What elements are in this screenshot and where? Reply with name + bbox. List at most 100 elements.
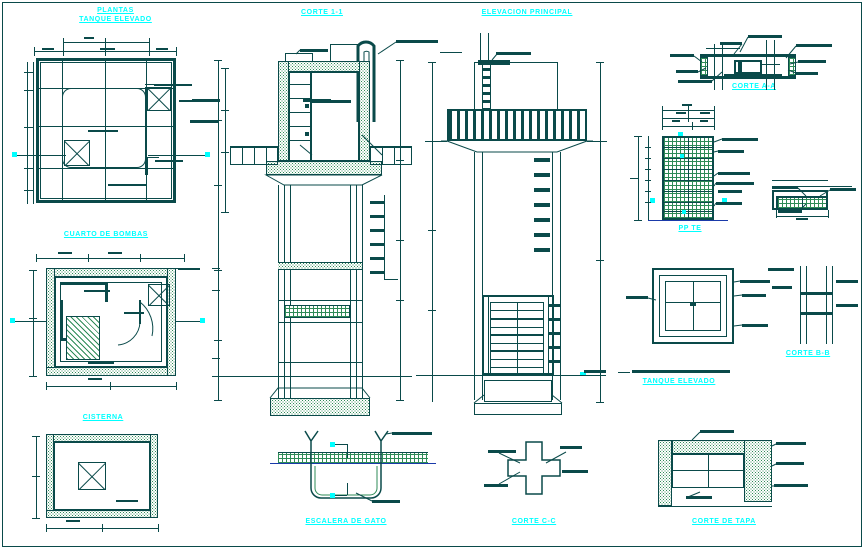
aa-post (714, 44, 715, 90)
dim-tick (110, 382, 111, 390)
dim-mark (212, 268, 220, 269)
railing-post (242, 147, 243, 165)
title-escalera-de-gato: ESCALERA DE GATO (305, 518, 387, 525)
callout-bar (562, 470, 588, 473)
dim-line-left (27, 62, 28, 204)
dim-tick (428, 141, 436, 142)
dim-tick (34, 47, 35, 56)
aa-post (766, 40, 767, 90)
callout-bar (796, 44, 832, 47)
dim-tick (596, 375, 604, 376)
tank-floor-slab (266, 161, 382, 175)
elev-ladder-rung (482, 84, 491, 87)
elev-tank-cap (478, 60, 510, 65)
ladder-marker (330, 493, 335, 498)
title-elevacion-principal: ELEVACION PRINCIPAL (481, 9, 573, 16)
shaft-ladder-rung (370, 257, 384, 260)
plan-detail-line (147, 157, 159, 158)
aa-post (774, 40, 775, 90)
section-marker (205, 152, 210, 157)
cistern-inner-outline (54, 442, 150, 510)
tank-roof-slab (278, 61, 370, 72)
dim-tick (24, 190, 33, 191)
title-cisterna: CISTERNA (82, 414, 124, 421)
callout-bar (720, 42, 742, 45)
tank-plan-center-hatch (64, 140, 90, 166)
ppte-base-line (648, 220, 728, 221)
column-line (290, 185, 291, 400)
dim-tick (645, 202, 651, 203)
inlet-pipe (311, 100, 351, 103)
grid-line-h (36, 88, 176, 89)
dim-tick (24, 168, 33, 169)
dim-tick (24, 127, 33, 128)
callout-bar (303, 99, 331, 102)
dim-tick (214, 60, 222, 61)
grid-line-h (36, 126, 176, 127)
ppte-dim-line-inner (648, 136, 649, 220)
shaft-ladder-rung (370, 243, 384, 246)
dim-tick (428, 310, 436, 311)
dim-tick (396, 300, 404, 301)
hatch-jamb (145, 87, 148, 111)
pump-room-inner-outline (55, 277, 167, 367)
dim-tick (176, 382, 177, 390)
column-line (356, 185, 357, 400)
callout-bar (718, 150, 744, 153)
dim-tick (428, 230, 436, 231)
pump-room-band (284, 305, 350, 318)
cistern-wall-right (150, 434, 158, 518)
callout-bar (716, 202, 742, 205)
dim-tick (596, 260, 604, 261)
tank-detail-line (618, 372, 630, 373)
dim-tick (645, 169, 651, 170)
elev-ladder-rung-lower (549, 332, 561, 335)
dim-text (676, 112, 686, 114)
cistern-center-hatch (78, 462, 106, 490)
dim-tick (29, 318, 37, 319)
elev-footing-lower (474, 403, 562, 415)
plan-jamb (145, 157, 148, 175)
pump-room-wall-top (46, 268, 176, 277)
ladder-bracket (305, 132, 309, 136)
bb-strip-line (826, 266, 827, 344)
callout-bar (718, 190, 742, 193)
callout-bar (752, 74, 782, 77)
dim-line-left2 (33, 62, 34, 204)
bb-strip-line (806, 266, 807, 344)
ppte-course-line (662, 169, 714, 170)
elev-footing-upper (484, 380, 552, 402)
shaft-ladder-rung (370, 215, 384, 218)
dim-line-left (432, 62, 433, 402)
equipment-pad-outline (66, 316, 100, 360)
ladder-ground-band (278, 452, 428, 463)
dim-tick (140, 254, 141, 262)
section-marker (200, 318, 205, 323)
mast-line (480, 33, 481, 63)
bb-strip-band (800, 312, 832, 315)
aa-center-stud (738, 62, 742, 72)
louver-slat-thick (490, 350, 544, 352)
pipe-support-line (330, 44, 358, 45)
callout-bar (686, 496, 712, 499)
pump-room-wall-left (46, 268, 55, 376)
dim-tick (158, 524, 159, 532)
dim-tick (396, 60, 404, 61)
foundation-pad (270, 398, 370, 416)
aa-post (722, 44, 723, 90)
inner-ladder-frame (289, 72, 311, 161)
elev-ladder-rung (482, 68, 491, 71)
band-line (278, 300, 362, 301)
dim-text (672, 120, 680, 122)
ground-level-marker (580, 372, 586, 375)
louver-slat (490, 367, 544, 368)
callout-bar (496, 52, 531, 55)
callout-bar (626, 296, 648, 299)
balcony-level-line (425, 141, 447, 142)
ladder-rung (289, 84, 311, 85)
callout-bar (560, 446, 582, 449)
block-detail-tick (776, 210, 777, 218)
dim-tick (214, 270, 222, 271)
tank-detail-band (632, 370, 730, 373)
callout-bar (798, 60, 826, 63)
